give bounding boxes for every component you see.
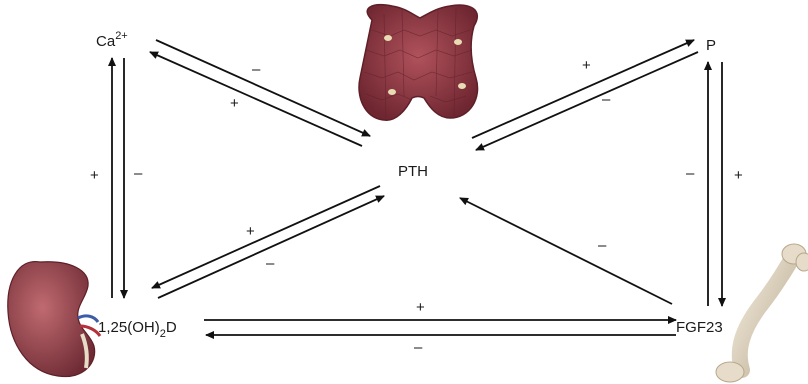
node-vitamin-d: 1,25(OH)2D bbox=[98, 319, 177, 340]
sign-p-to-fgf: – bbox=[686, 165, 695, 182]
sign-fgf-to-pth: – bbox=[598, 237, 607, 254]
node-pth: PTH bbox=[398, 163, 428, 180]
calcium-superscript: 2+ bbox=[115, 30, 128, 42]
sign-vitd-to-pth: + bbox=[246, 223, 255, 240]
sign-ca-to-pth: – bbox=[252, 61, 261, 78]
sign-p-to-pth: + bbox=[582, 57, 591, 74]
sign-pth-to-vitd: – bbox=[266, 255, 275, 272]
sign-vitd-to-ca: + bbox=[90, 167, 99, 184]
arrow-vitd-to-pth bbox=[158, 196, 384, 298]
sign-ca-to-vitd: – bbox=[134, 165, 143, 182]
sign-pth-to-p: – bbox=[602, 91, 611, 108]
node-fgf23: FGF23 bbox=[676, 319, 723, 336]
kidney-illustration bbox=[8, 262, 100, 377]
sign-pth-to-ca: + bbox=[230, 95, 239, 112]
arrow-pth-to-p bbox=[472, 40, 694, 138]
node-calcium: Ca2+ bbox=[96, 30, 128, 50]
sign-fgf-to-vitd: – bbox=[414, 339, 423, 356]
sign-fgf-to-p: + bbox=[734, 167, 743, 184]
arrow-pth-to-vitd bbox=[152, 186, 380, 288]
arrow-ca-to-pth bbox=[156, 40, 370, 136]
thyroid-illustration bbox=[359, 5, 478, 120]
sign-vitd-to-fgf: + bbox=[416, 299, 425, 316]
bone-illustration bbox=[716, 244, 808, 382]
arrow-fgf-to-pth bbox=[460, 198, 672, 304]
node-phosphate: P bbox=[706, 37, 716, 54]
